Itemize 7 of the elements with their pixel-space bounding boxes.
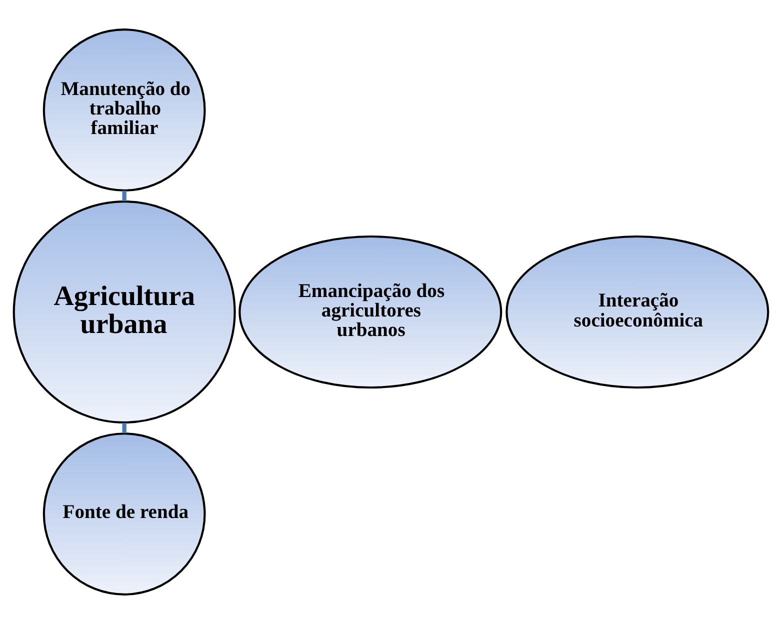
connector	[122, 190, 126, 202]
node-circle: Agricultura urbana	[12, 200, 236, 424]
node-ellipse: Interação socioeconômica	[506, 235, 770, 389]
node-circle: Fonte de renda	[42, 432, 206, 596]
node-ellipse: Emancipação dos agricultores urbanos	[238, 235, 502, 389]
node-circle: Manutenção do trabalho familiar	[42, 28, 206, 192]
connector	[122, 422, 126, 434]
